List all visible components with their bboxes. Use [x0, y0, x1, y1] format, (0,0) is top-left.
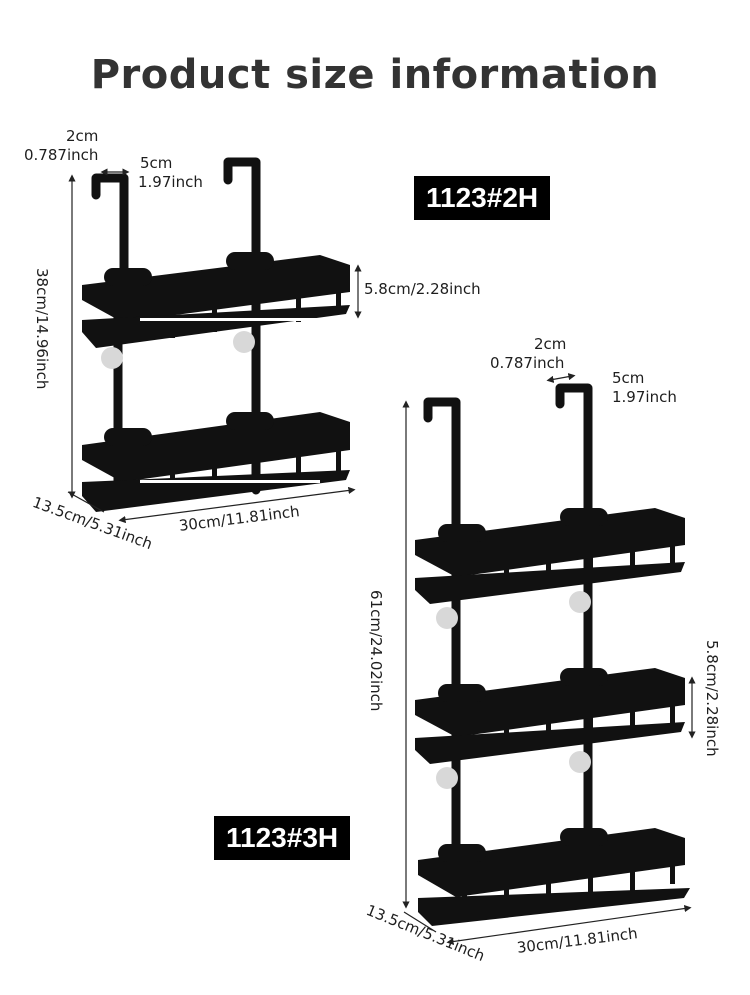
- two-tier-hook-depth-inch: 1.97inch: [138, 173, 203, 191]
- model-badge-3h: 1123#3H: [214, 816, 351, 860]
- two-tier-hook-depth-cm: 5cm: [140, 154, 173, 172]
- three-tier-hook-gap-cm: 2cm: [534, 335, 567, 353]
- three-tier-basket-height-label: 5.8cm/2.28inch: [703, 640, 721, 757]
- two-tier-basket-height-label: 5.8cm/2.28inch: [364, 280, 481, 298]
- three-tier-hook-gap-inch: 0.787inch: [490, 354, 565, 372]
- three-tier-height-label: 61cm/24.02inch: [367, 590, 385, 712]
- two-tier-hook-gap-inch: 0.787inch: [24, 146, 99, 164]
- three-tier-hook-depth-inch: 1.97inch: [612, 388, 677, 406]
- page-title: Product size information: [90, 52, 660, 98]
- two-tier-hook-gap-cm: 2cm: [66, 127, 99, 145]
- model-badge-2h: 1123#2H: [414, 176, 551, 220]
- three-tier-hook-depth-cm: 5cm: [612, 369, 645, 387]
